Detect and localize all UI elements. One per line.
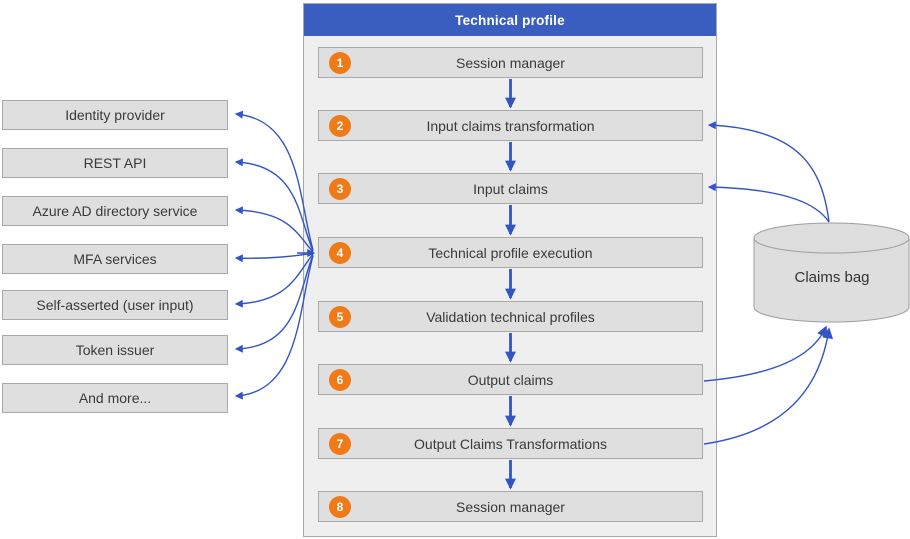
step-box-input-claims: 3 Input claims [318, 173, 703, 204]
curve-to-identity-provider [234, 110, 314, 251]
provider-box-rest-api: REST API [2, 148, 228, 178]
step-box-input-claims-transformation: 2 Input claims transformation [318, 110, 703, 141]
panel-title: Technical profile [304, 4, 716, 36]
step-number-badge: 3 [329, 178, 351, 200]
step-label: Input claims [473, 180, 548, 197]
step-label: Input claims transformation [426, 117, 595, 134]
step-box-session-manager-1: 1 Session manager [318, 47, 703, 78]
claims-bag-input-curves [707, 121, 830, 223]
step-label: Session manager [456, 498, 565, 515]
curve-bag-to-input-claims-transformation [707, 121, 830, 223]
provider-box-mfa-services: MFA services [2, 244, 228, 274]
step-box-technical-profile-execution: 4 Technical profile execution [318, 237, 703, 268]
step-label: Session manager [456, 54, 565, 71]
curve-output-transformations-to-bag [703, 327, 834, 445]
step-box-validation-technical-profiles: 5 Validation technical profiles [318, 301, 703, 332]
provider-box-identity-provider: Identity provider [2, 100, 228, 130]
step-number-badge: 2 [329, 115, 351, 137]
curve-to-azure-ad [234, 206, 314, 253]
step-box-session-manager-8: 8 Session manager [318, 491, 703, 522]
claims-bag-output-curves [703, 325, 834, 445]
step-label: Validation technical profiles [426, 308, 595, 325]
curve-to-rest-api [234, 158, 314, 252]
step-number-badge: 4 [329, 242, 351, 264]
step-box-output-claims-transformations: 7 Output Claims Transformations [318, 428, 703, 459]
step-number-badge: 7 [329, 433, 351, 455]
step-box-output-claims: 6 Output claims [318, 364, 703, 395]
step-label: Technical profile execution [428, 244, 593, 261]
curve-output-claims-to-bag [703, 325, 828, 382]
step-number-badge: 8 [329, 496, 351, 518]
step-label: Output claims [467, 371, 554, 388]
step-number-badge: 1 [329, 52, 351, 74]
cylinder-top [753, 222, 910, 254]
step-number-badge: 5 [329, 306, 351, 328]
curve-bag-to-input-claims [707, 183, 830, 223]
provider-box-azure-ad-directory-service: Azure AD directory service [2, 196, 228, 226]
step-label: Output Claims Transformations [414, 435, 607, 452]
provider-box-and-more: And more... [2, 383, 228, 413]
curve-to-token-issuer [234, 254, 314, 353]
step-number-badge: 6 [329, 369, 351, 391]
curve-to-mfa-services [234, 252, 314, 263]
curve-to-self-asserted [234, 253, 314, 308]
provider-box-self-asserted: Self-asserted (user input) [2, 290, 228, 320]
provider-box-token-issuer: Token issuer [2, 335, 228, 365]
curve-to-and-more [234, 255, 314, 400]
claims-bag-label: Claims bag [794, 268, 870, 286]
